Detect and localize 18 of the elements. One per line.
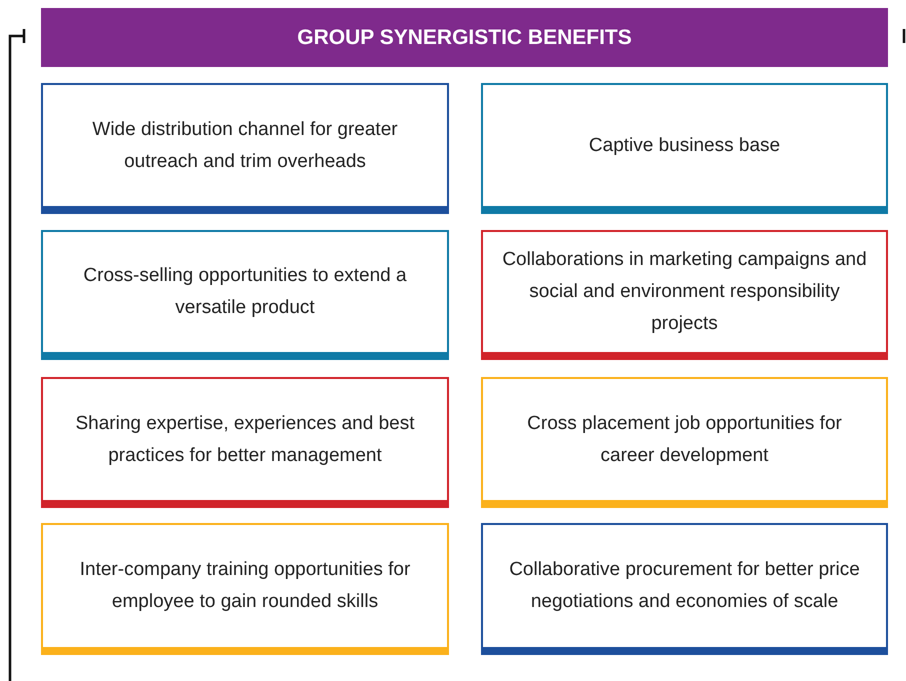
benefit-text: Captive business base bbox=[588, 134, 782, 158]
benefit-card bbox=[481, 523, 888, 655]
benefit-text: Collaborations in marketing campaigns and social and environment responsibility projects bbox=[501, 248, 868, 336]
benefit-card bbox=[41, 230, 449, 360]
benefit-card bbox=[41, 83, 449, 214]
benefit-text: Cross-selling opportunities to extend a versatile product bbox=[82, 264, 408, 320]
header-banner bbox=[41, 8, 888, 67]
benefit-text: Cross placement job opportunities for career development bbox=[526, 412, 843, 468]
heading: GROUP SYNERGISTIC BENEFITS bbox=[296, 24, 633, 50]
benefit-text: Sharing expertise, experiences and best practices for better management bbox=[74, 412, 416, 468]
benefit-card bbox=[481, 230, 888, 360]
benefit-text: Inter-company training opportunities for employee to gain rounded skills bbox=[78, 558, 412, 614]
benefit-text: Collaborative procurement for better price negotiations and economies of scale bbox=[508, 558, 861, 614]
benefit-card bbox=[41, 377, 449, 508]
benefit-card bbox=[481, 83, 888, 214]
benefit-text: Wide distribution channel for greater outreach and trim overheads bbox=[91, 118, 399, 174]
benefit-card bbox=[481, 377, 888, 508]
benefit-card bbox=[41, 523, 449, 655]
